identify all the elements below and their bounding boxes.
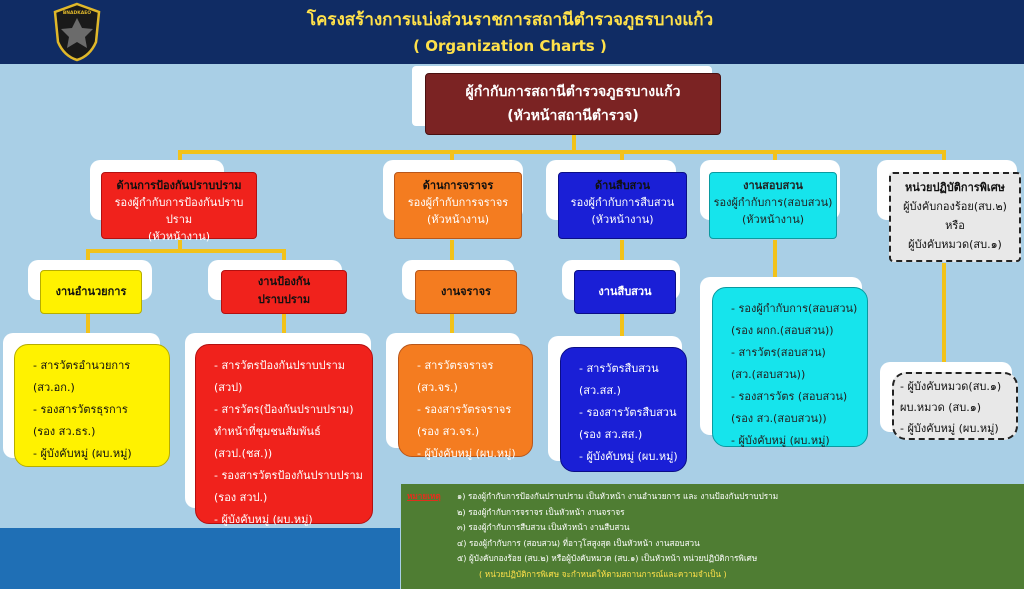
list-item: ทำหน้าที่ชุมชนสัมพันธ์ [214, 425, 321, 438]
connector-line [572, 135, 576, 153]
connector-line [86, 249, 286, 253]
page-title: โครงสร้างการแบ่งส่วนราชการสถานีตำรวจภูธร… [306, 10, 714, 30]
department-role: รองผู้กำกับการจราจร [407, 196, 509, 209]
department-role: รองผู้กำกับการสืบสวน [570, 196, 675, 209]
list-item: - ผู้บังคับหมู่ (ผบ.หมู่) [214, 513, 313, 526]
department-note: (หัวหน้างาน) [591, 213, 654, 226]
list-item: - ผู้บังคับหมู่ (ผบ.หมู่) [900, 422, 999, 435]
connector-line [450, 240, 454, 270]
head-title: ผู้กำกับการสถานีตำรวจภูธรบางแก้ว [465, 84, 681, 100]
list-item: - ผู้บังคับหมวด(สบ.๑) [900, 380, 1002, 393]
list-item: (สว.อก.) [33, 381, 75, 394]
section-label: งานป้องกัน [257, 275, 311, 288]
list-item: - ผู้บังคับหมู่ (ผบ.หมู่) [731, 434, 830, 447]
department-investigation: ด้านสืบสวน รองผู้กำกับการสืบสวน (หัวหน้า… [558, 172, 687, 239]
remarks-label: หมายเหตุ [407, 491, 441, 501]
list-item: - ผู้บังคับหมู่ (ผบ.หมู่) [33, 447, 132, 460]
list-item: - รองสารวัตร (สอบสวน) [731, 390, 848, 403]
list-item: - สารวัตรจราจร [417, 359, 494, 372]
department-inquiry: งานสอบสวน รองผู้กำกับการ(สอบสวน) (หัวหน้… [709, 172, 837, 239]
department-special: หน่วยปฏิบัติการพิเศษ ผู้บังคับกองร้อย(สบ… [889, 172, 1021, 262]
list-item: - สารวัตร(สอบสวน) [731, 346, 826, 359]
department-title: ด้านการป้องกันปราบปราม [116, 179, 242, 192]
list-item: (รอง สว.สส.) [579, 428, 643, 441]
section-label: ปราบปราม [257, 293, 311, 306]
list-item: - สารวัตรสืบสวน [579, 362, 659, 375]
head-subtitle: (หัวหน้าสถานีตำรวจ) [507, 108, 639, 124]
department-title: ด้านการจราจร [422, 179, 494, 192]
header-banner [0, 0, 1024, 64]
list-item: - รองสารวัตรสืบสวน [579, 406, 677, 419]
staff-list-prevention: - สารวัตรป้องกันปราบปราม (สวป) - สารวัตร… [195, 344, 373, 526]
remarks-box: หมายเหตุ ๑) รองผู้กำกับการป้องกันปราบปราม… [401, 484, 1024, 589]
list-item: (สวป.(ชส.)) [214, 447, 273, 460]
list-item: - รองผู้กำกับการ(สอบสวน) [731, 302, 858, 315]
list-item: (รอง สว.(สอบสวน)) [731, 412, 827, 425]
logo-text: BNADKAEO [63, 10, 91, 16]
connector-line [620, 313, 624, 348]
head-box: ผู้กำกับการสถานีตำรวจภูธรบางแก้ว (หัวหน้… [425, 73, 721, 135]
department-prevention: ด้านการป้องกันปราบปราม รองผู้กำกับการป้อ… [101, 172, 257, 243]
section-investigation: งานสืบสวน [574, 270, 676, 314]
list-item: (สว.สส.) [579, 384, 621, 397]
remarks-footnote: ( หน่วยปฏิบัติการพิเศษ จะกำหนดให้ตามสถาน… [479, 568, 727, 579]
department-note: (หัวหน้างาน) [426, 213, 490, 226]
list-item: - สารวัตรป้องกันปราบปราม [214, 359, 346, 372]
list-item: (สวป) [214, 381, 243, 394]
list-item: - สารวัตรอำนวยการ [33, 359, 131, 372]
department-role: รองผู้กำกับการป้องกันปราบปราม [114, 196, 244, 226]
list-item: (สว.(สอบสวน)) [731, 368, 806, 381]
staff-list-investigation: - สารวัตรสืบสวน (สว.สส.) - รองสารวัตรสืบ… [560, 347, 687, 472]
list-item: - สารวัตร(ป้องกันปราบปราม) [214, 403, 354, 416]
list-item: - ผู้บังคับหมู่ (ผบ.หมู่) [417, 447, 516, 460]
department-role: ผู้บังคับกองร้อย(สบ.๒) [903, 200, 1007, 213]
department-note: (หัวหน้างาน) [147, 230, 211, 243]
department-note: หรือ [945, 219, 965, 232]
department-role: ผู้บังคับหมวด(สบ.๑) [908, 238, 1002, 251]
list-item: (รอง สว.ธร.) [33, 425, 96, 438]
department-title: ด้านสืบสวน [595, 179, 650, 192]
remarks-item: ๕) ผู้บังคับกองร้อย (สบ.๒) หรือผู้บังคับ… [457, 553, 758, 563]
remarks-item: ๔) รองผู้กำกับการ (สอบสวน) ที่อาวุโสสูงส… [457, 537, 700, 548]
section-traffic: งานจราจร [415, 270, 517, 314]
connector-line [282, 313, 286, 345]
connector-line [86, 313, 90, 345]
list-item: (สว.จร.) [417, 381, 458, 394]
list-item: (รอง สวป.) [214, 491, 268, 504]
list-item: ผบ.หมวด (สบ.๑) [900, 401, 982, 414]
staff-list-admin: - สารวัตรอำนวยการ (สว.อก.) - รองสารวัตรธ… [14, 344, 170, 467]
bottom-band [0, 528, 400, 589]
section-admin: งานอำนวยการ [40, 270, 142, 314]
remarks-item: ๓) รองผู้กำกับการสืบสวน เป็นหัวหน้า งานส… [457, 522, 630, 532]
staff-list-traffic: - สารวัตรจราจร (สว.จร.) - รองสารวัตรจราจ… [398, 344, 533, 460]
list-item: - ผู้บังคับหมู่ (ผบ.หมู่) [579, 450, 678, 463]
staff-list-special: - ผู้บังคับหมวด(สบ.๑) ผบ.หมวด (สบ.๑) - ผ… [892, 372, 1018, 440]
list-item: - รองสารวัตรธุรการ [33, 403, 128, 416]
police-badge-logo: BNADKAEO [53, 2, 101, 62]
list-item: - รองสารวัตรจราจร [417, 403, 512, 416]
connector-line [942, 263, 946, 373]
connector-line [178, 150, 946, 154]
remarks-item: ๑) รองผู้กำกับการป้องกันปราบปราม เป็นหัว… [457, 491, 779, 501]
page-subtitle: ( Organization Charts ) [413, 37, 607, 55]
department-title: หน่วยปฏิบัติการพิเศษ [905, 181, 1005, 194]
department-traffic: ด้านการจราจร รองผู้กำกับการจราจร (หัวหน้… [394, 172, 522, 239]
department-title: งานสอบสวน [743, 179, 803, 192]
staff-list-inquiry: - รองผู้กำกับการ(สอบสวน) (รอง ผกก.(สอบสว… [712, 287, 868, 447]
list-item: (รอง สว.จร.) [417, 425, 480, 438]
list-item: - รองสารวัตรป้องกันปราบปราม [214, 469, 363, 482]
connector-line [773, 240, 777, 288]
section-prevention: งานป้องกัน ปราบปราม [221, 270, 347, 314]
connector-line [178, 240, 182, 252]
department-note: (หัวหน้างาน) [741, 213, 805, 226]
department-role: รองผู้กำกับการ(สอบสวน) [713, 196, 833, 209]
connector-line [620, 240, 624, 270]
connector-line [450, 313, 454, 345]
list-item: (รอง ผกก.(สอบสวน)) [731, 324, 834, 337]
remarks-item: ๒) รองผู้กำกับการจราจร เป็นหัวหน้า งานจร… [457, 506, 625, 517]
